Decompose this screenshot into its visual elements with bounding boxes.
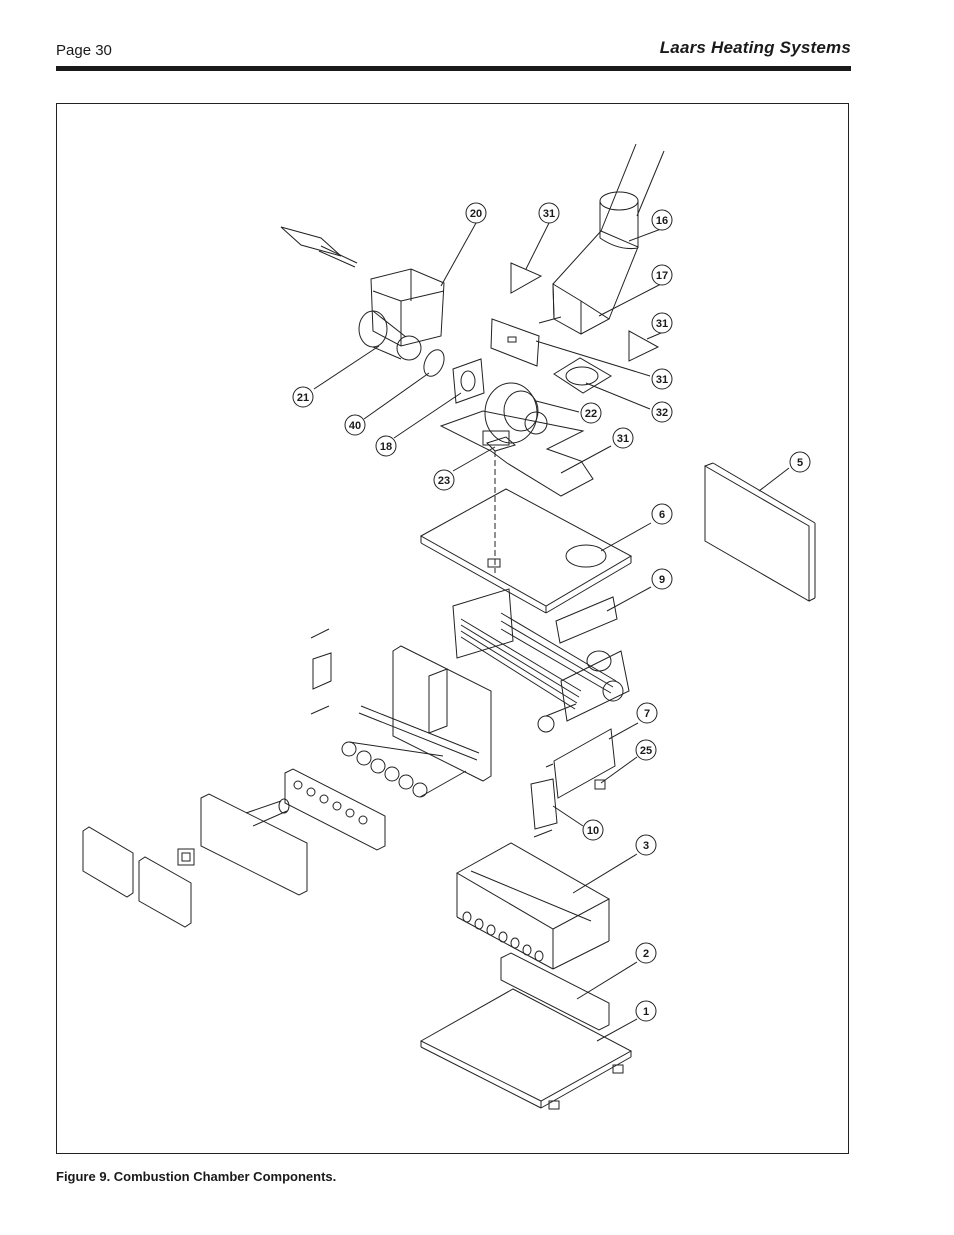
header-rule [56, 66, 851, 71]
bracket-part-a [310, 628, 330, 639]
callout-label: 2 [643, 948, 649, 960]
insulation-panel-part-a [82, 826, 134, 898]
figure-caption: Figure 9. Combustion Chamber Components. [56, 1169, 337, 1184]
callout-label: 16 [656, 215, 668, 227]
callout-label: 5 [797, 457, 803, 469]
callout-label: 40 [349, 420, 361, 432]
callout-label: 31 [617, 433, 629, 445]
bracket-part-d [533, 829, 553, 838]
callout-circles [292, 202, 811, 1022]
page-header: Page 30 Laars Heating Systems [56, 38, 851, 72]
sight-glass-part [177, 848, 195, 866]
heat-exchanger-part [452, 588, 630, 733]
callout-label: 3 [643, 840, 649, 852]
callout-labels: 20 31 16 17 31 31 32 21 40 18 22 31 23 5… [297, 208, 803, 1018]
gasket-frame-part-7 [553, 728, 616, 799]
callout-label: 6 [659, 509, 665, 521]
blower-gasket-part [452, 358, 485, 404]
gasket-plate-part [490, 318, 540, 367]
base-pan-part [419, 988, 633, 1110]
top-panel-part [419, 488, 633, 614]
combustion-chamber-part [455, 842, 611, 970]
callout-label: 18 [380, 441, 392, 453]
callout-label: 31 [656, 318, 668, 330]
callout-label: 1 [643, 1006, 649, 1018]
exploded-parts-drawing: 20 31 16 17 31 31 32 21 40 18 22 31 23 5… [82, 143, 816, 1110]
insulation-panel-part-b [138, 856, 192, 928]
leader-lines [313, 222, 790, 1042]
lower-front-panel-part [200, 793, 308, 896]
callout-label: 31 [543, 208, 555, 220]
o-ring-part [423, 349, 445, 377]
gasket-part-9 [555, 596, 618, 644]
callout-label: 10 [587, 825, 599, 837]
blower-adapter-part [280, 226, 445, 361]
figure-frame: 20 31 16 17 31 31 32 21 40 18 22 31 23 5… [56, 103, 849, 1154]
blower-plate-part [439, 410, 594, 497]
callout-label: 7 [644, 708, 650, 720]
sensor-part-25 [594, 779, 606, 790]
brand-title: Laars Heating Systems [659, 38, 851, 57]
bracket-part-b [312, 652, 332, 690]
side-panel-part [704, 462, 816, 602]
callout-label: 21 [297, 392, 309, 404]
page-number: Page 30 [56, 42, 112, 59]
callout-label: 22 [585, 408, 597, 420]
callout-label: 32 [656, 407, 668, 419]
blower-part [482, 382, 548, 446]
front-burner-panel-part [284, 768, 386, 851]
callout-label: 25 [640, 745, 652, 757]
triangle-gasket-part-a [510, 262, 543, 294]
callout-label: 31 [656, 374, 668, 386]
burner-manifold-part [341, 645, 492, 798]
callout-label: 17 [656, 270, 668, 282]
callout-label: 9 [659, 574, 665, 586]
callout-label: 23 [438, 475, 450, 487]
flue-pipe-part [552, 143, 665, 320]
callout-label: 20 [470, 208, 482, 220]
bracket-part-c [310, 705, 330, 715]
base-bar-part [500, 952, 610, 1031]
square-gasket-part [553, 357, 612, 394]
panel-part-10 [530, 778, 558, 830]
flue-collar-part [538, 283, 610, 335]
triangle-gasket-part-b [628, 330, 660, 362]
